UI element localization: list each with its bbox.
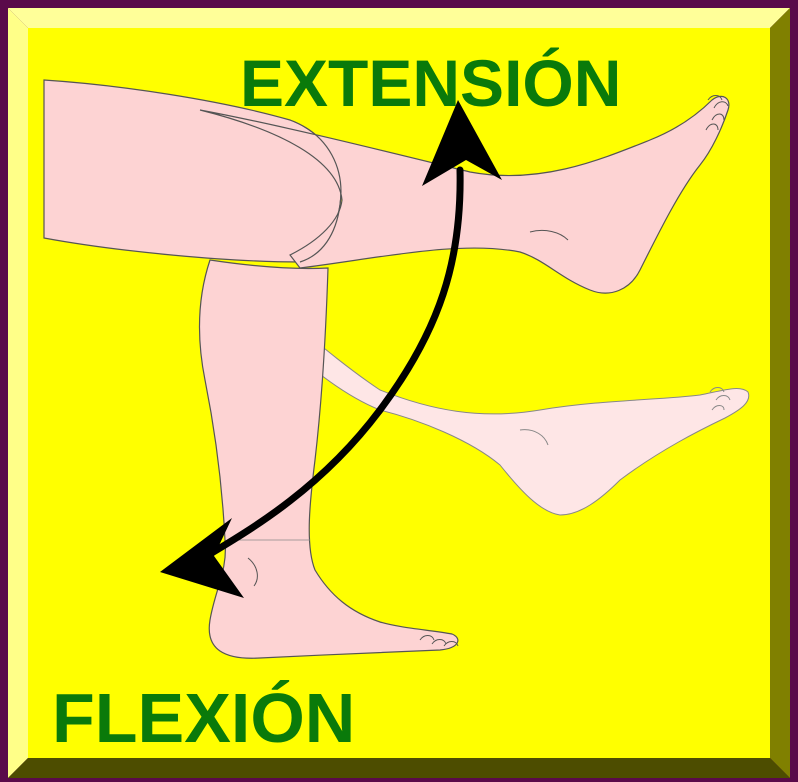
flexion-label: FLEXIÓN: [52, 679, 355, 757]
extension-label: EXTENSIÓN: [240, 46, 621, 120]
